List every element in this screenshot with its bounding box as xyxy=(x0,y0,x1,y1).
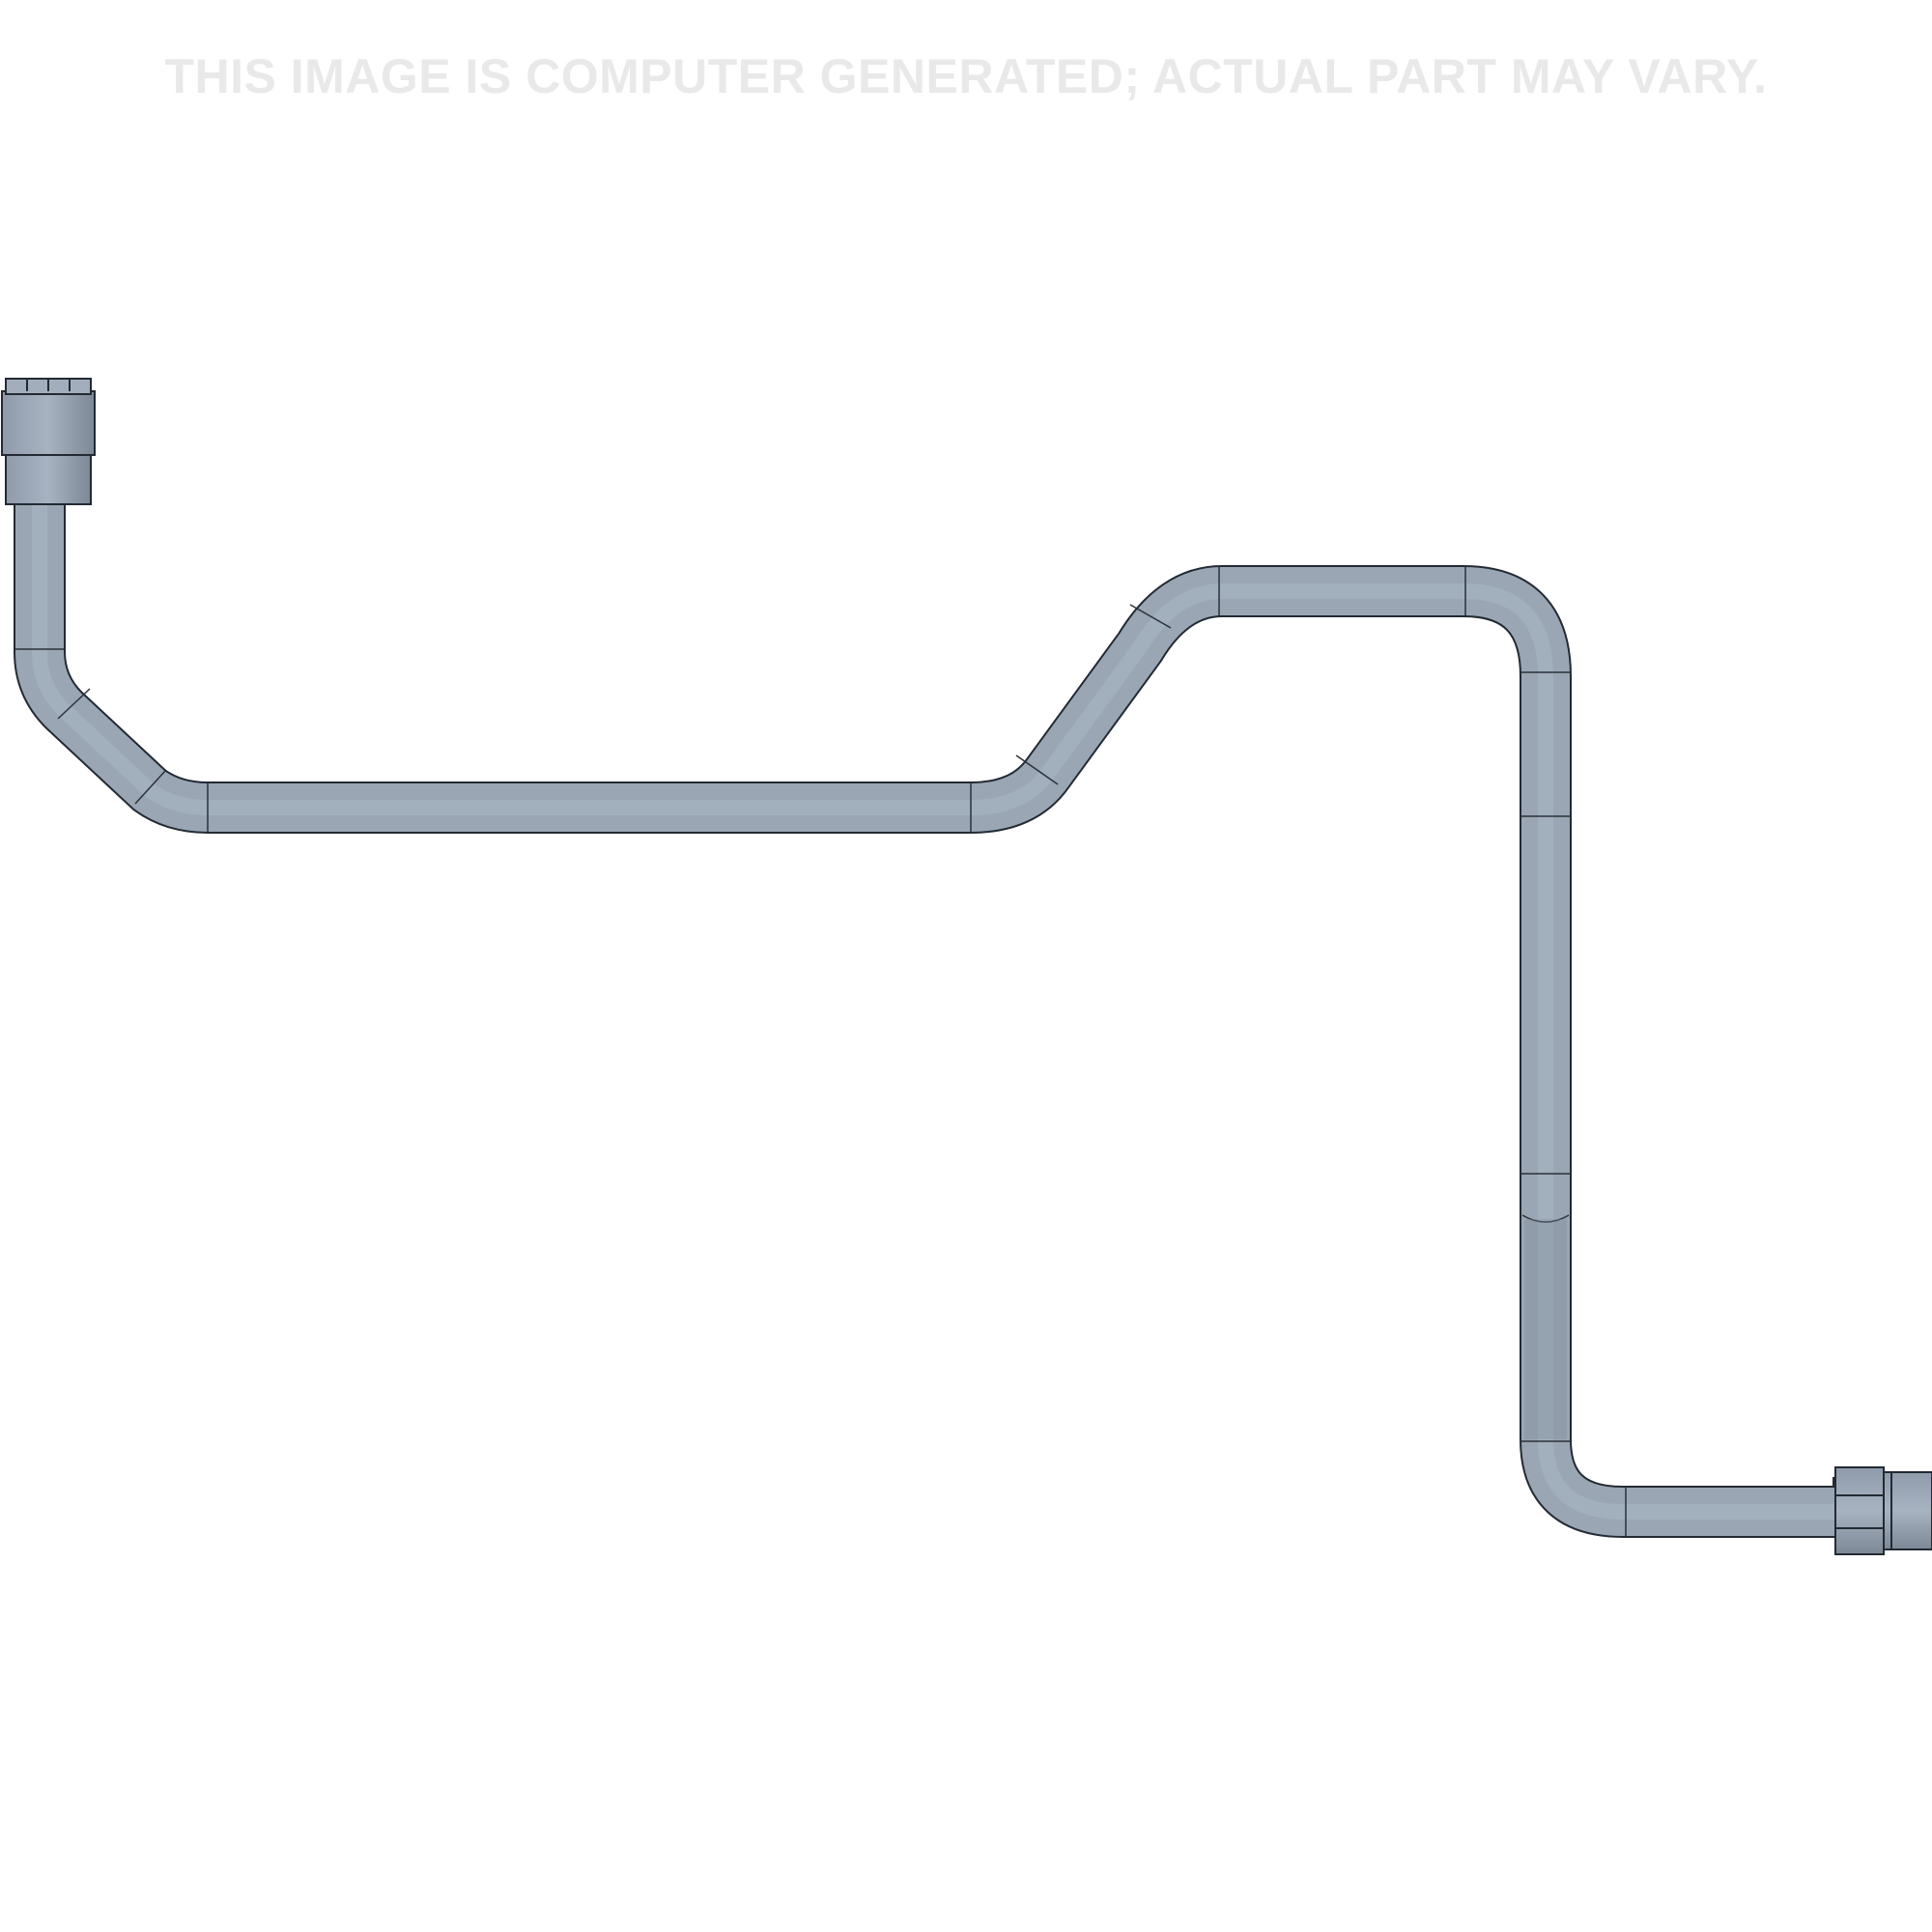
tube-shading xyxy=(1524,1219,1567,1439)
computer-generated-disclaimer: THIS IMAGE IS COMPUTER GENERATED; ACTUAL… xyxy=(164,49,1768,103)
left-nut-fitting xyxy=(1,378,96,505)
right-nut-fitting xyxy=(1833,1466,1932,1555)
tube-seams xyxy=(15,566,1627,1537)
